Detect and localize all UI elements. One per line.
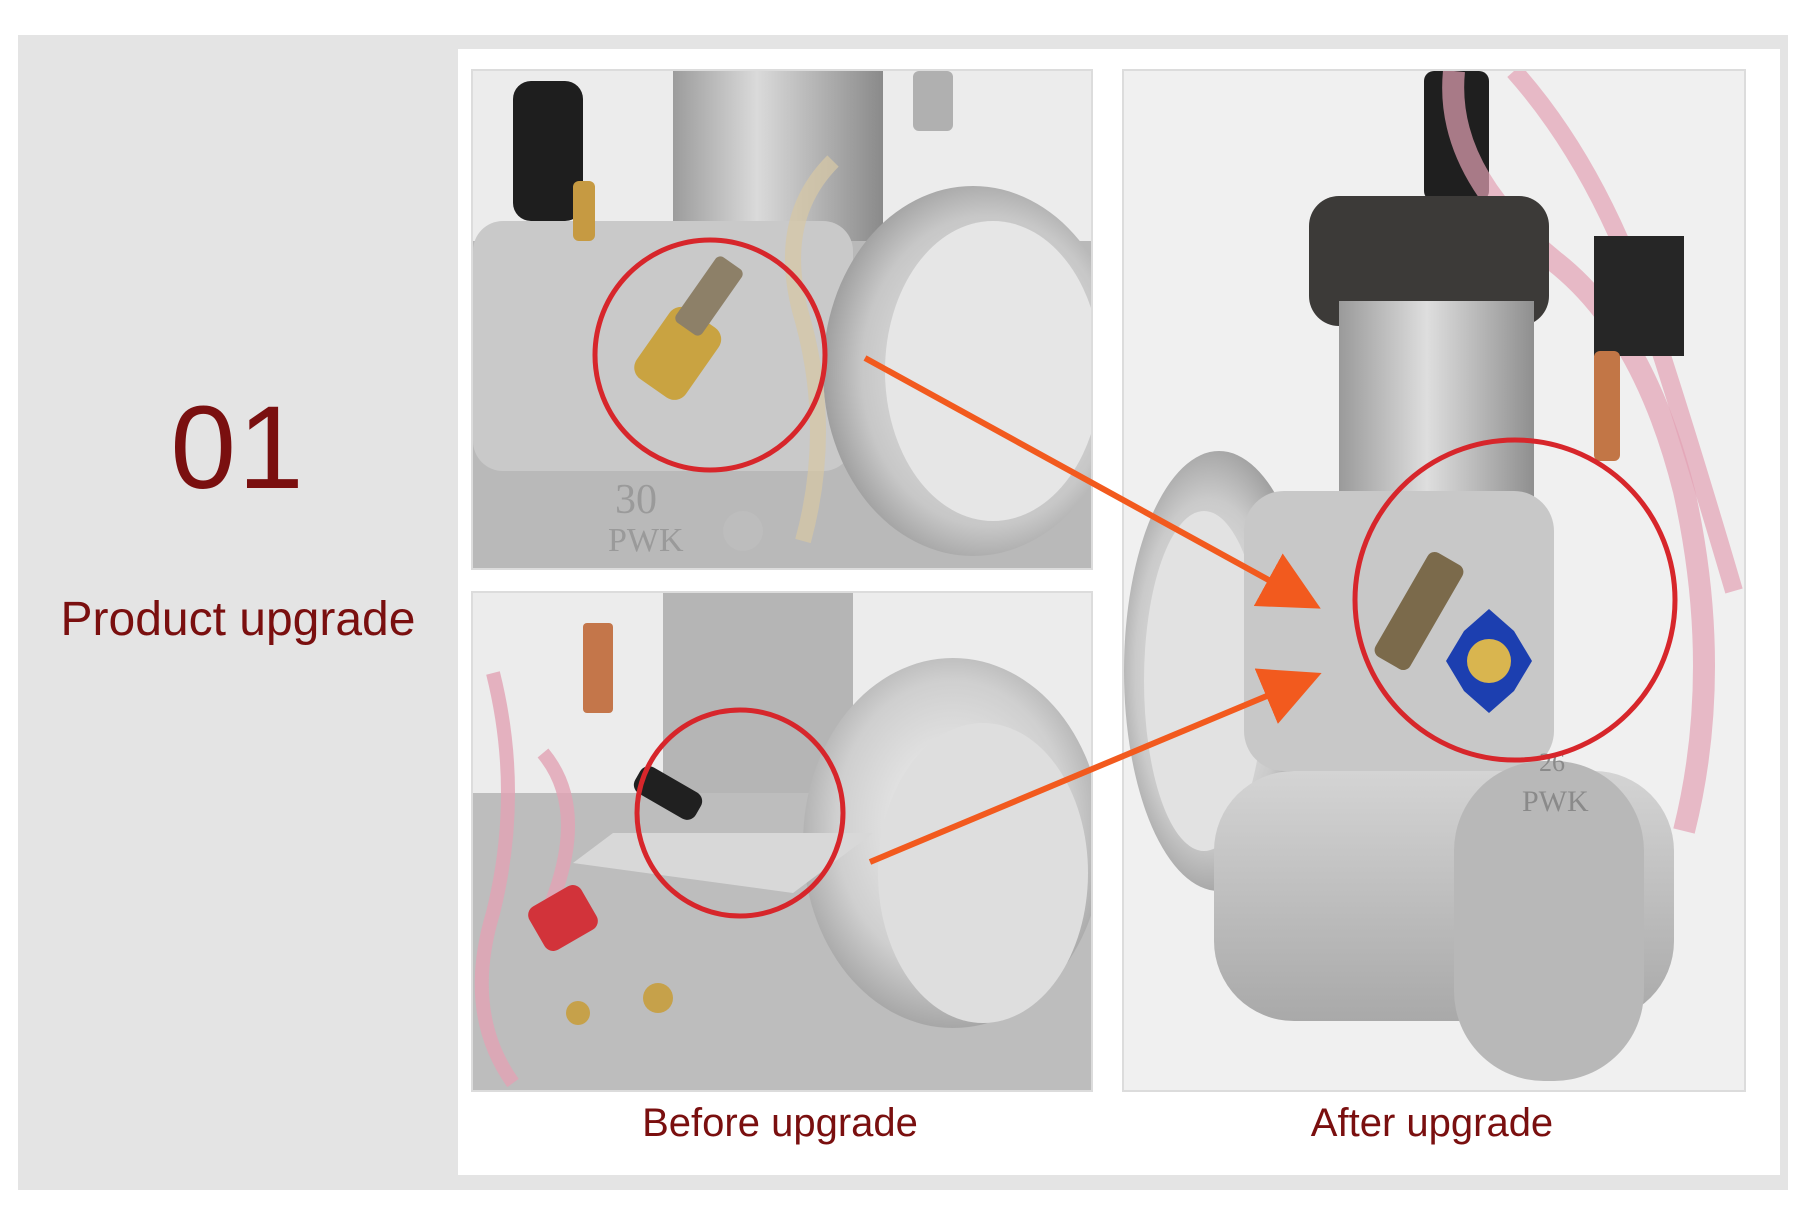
section-number: 01 [170,382,306,514]
section-title: Product upgrade [60,593,416,646]
after-upgrade-caption: After upgrade [1310,1101,1554,1145]
marking-pwk-after: PWK [1522,785,1589,818]
before-upgrade-caption: Before upgrade [642,1101,918,1145]
carburetor-illustration-bottom [473,593,1091,1090]
section-label-panel: 01 Product upgrade [18,35,458,1190]
after-photo: 26 PWK [1122,69,1746,1092]
comparison-panel: 30 PWK [458,49,1780,1175]
carburetor-illustration-after: 26 PWK [1124,71,1744,1090]
before-photo-top: 30 PWK [471,69,1093,570]
carburetor-illustration-top: 30 PWK [473,71,1091,568]
marking-30: 30 [615,477,657,523]
marking-pwk-top: PWK [608,522,684,559]
product-frame: 01 Product upgrade [18,35,1788,1190]
marking-26: 26 [1539,748,1565,777]
before-photo-bottom [471,591,1093,1092]
